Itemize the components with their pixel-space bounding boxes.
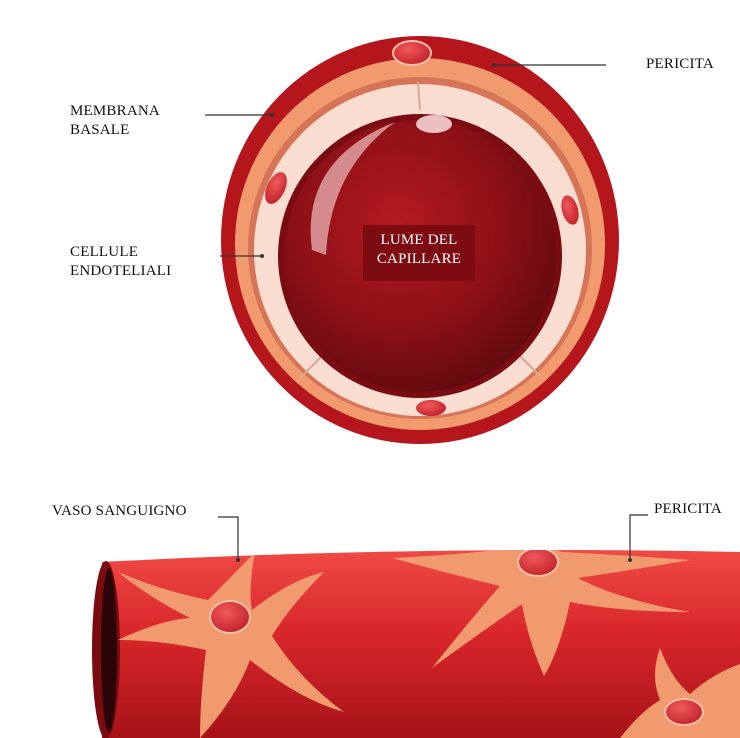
label-pericyte-top-text: PERICITA [646,55,714,74]
label-basement-membrane-line1: MEMBRANA [70,102,160,121]
label-capillary-lumen-line1: LUME DEL [363,231,475,250]
label-blood-vessel: VASO SANGUIGNO [52,502,187,521]
label-basement-membrane-line2: BASALE [70,121,160,140]
label-endothelial-cells-line2: ENDOTELIALI [70,262,171,281]
label-blood-vessel-text: VASO SANGUIGNO [52,502,187,521]
label-pericyte-bottom-text: PERICITA [654,500,722,519]
label-pericyte-top: PERICITA [646,55,714,74]
label-endothelial-cells-line1: CELLULE [70,243,171,262]
endothelial-nucleus-bottom [416,400,446,416]
blood-vessel [92,545,740,738]
lumen-highlight-dot [416,115,452,133]
label-endothelial-cells: CELLULE ENDOTELIALI [70,243,171,281]
label-capillary-lumen: LUME DEL CAPILLARE [363,225,475,281]
vessel-opening-inner [101,568,117,732]
pericyte-nucleus-top [393,41,431,65]
pericyte-nucleus-center [518,548,558,576]
label-basement-membrane: MEMBRANA BASALE [70,102,160,140]
label-capillary-lumen-line2: CAPILLARE [363,250,475,269]
pericyte-nucleus-left [210,601,250,633]
label-pericyte-bottom: PERICITA [654,500,722,519]
pericyte-nucleus-right [665,699,703,725]
